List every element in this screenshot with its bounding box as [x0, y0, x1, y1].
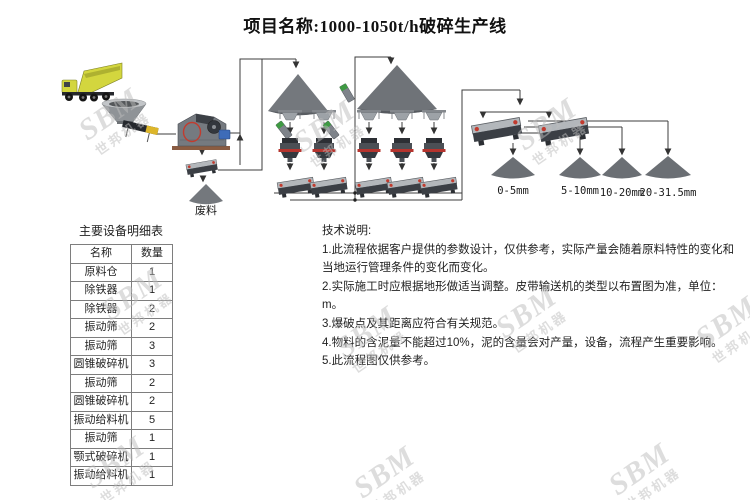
note-item: 4.物料的含泥量不能超过10%，泥的含量会对产量，设备，流程产生重要影响。	[322, 336, 723, 349]
equipment-qty: 3	[131, 355, 173, 375]
product-pile-10-20	[602, 157, 642, 179]
equipment-name: 振动筛	[70, 429, 132, 449]
vibrating-screen-icon	[185, 159, 219, 179]
vibrating-screen-icon	[386, 176, 426, 199]
inspection-circle-annotation	[182, 121, 202, 143]
vibrating-screen-icon	[309, 176, 349, 199]
equipment-qty: 3	[131, 336, 173, 356]
equipment-qty: 2	[131, 373, 173, 393]
equipment-qty: 5	[131, 410, 173, 430]
equipment-table-caption: 主要设备明细表	[78, 224, 163, 238]
feeder-icon	[421, 109, 447, 121]
feeder-icon	[311, 109, 337, 121]
cone-crusher-icon	[357, 138, 381, 162]
equipment-qty: 1	[131, 281, 173, 301]
page-title: 项目名称:1000-1050t/h破碎生产线	[243, 17, 507, 36]
product-label-0-5: 0-5mm	[497, 185, 529, 197]
equipment-name: 除铁器	[70, 281, 132, 301]
stockpile-2	[357, 65, 437, 114]
raw-material-hopper-icon	[101, 98, 147, 124]
product-label-5-10: 5-10mm	[561, 185, 599, 197]
product-pile-0-5	[491, 157, 535, 179]
cone-crusher-icon	[390, 138, 414, 162]
note-item: 5.此流程图仅供参考。	[322, 355, 436, 368]
note-item: 1.此流程依据客户提供的参数设计，仅供参考，实际产量会随着原料特性的变化和当地运…	[322, 243, 735, 275]
equipment-qty: 2	[131, 318, 173, 338]
equipment-name: 振动筛	[70, 373, 132, 393]
product-label-20-31: 20-31.5mm	[640, 187, 697, 199]
column-header-qty: 数量	[131, 244, 173, 264]
waste-label: 废料	[195, 203, 217, 217]
product-label-10-20: 10-20mm	[600, 187, 644, 199]
vibrating-screen-icon	[419, 176, 459, 199]
vibrating-screen-icon	[354, 176, 394, 199]
note-item: 2.实际施工时应根据地形做适当调整。皮带输送机的类型以布置图为准，单位：m。	[322, 280, 723, 312]
column-header-name: 名称	[70, 244, 132, 264]
product-pile-20-31	[645, 156, 691, 179]
jaw-crusher-icon	[172, 113, 231, 150]
vibrating-screen-icon	[470, 116, 524, 148]
equipment-qty: 1	[131, 447, 173, 467]
equipment-name: 原料仓	[70, 262, 132, 282]
note-item: 3.爆破点及其距离应符合有关规范。	[322, 317, 505, 330]
equipment-name: 振动给料机	[70, 466, 132, 486]
cone-crusher-icon	[312, 138, 336, 162]
equipment-name: 除铁器	[70, 299, 132, 319]
dump-truck-icon	[61, 62, 123, 102]
waste-pile	[189, 184, 223, 205]
equipment-name: 圆锥破碎机	[70, 392, 132, 412]
stockpile-1	[268, 74, 328, 116]
cone-crusher-icon	[278, 138, 302, 162]
feeder-icon	[389, 109, 415, 121]
equipment-name: 振动筛	[70, 318, 132, 338]
cone-crusher-icon	[422, 138, 446, 162]
equipment-qty: 2	[131, 392, 173, 412]
vibrating-screen-icon	[276, 176, 316, 199]
equipment-qty: 1	[131, 429, 173, 449]
vibrating-screen-icon	[537, 116, 591, 148]
equipment-name: 振动给料机	[70, 410, 132, 430]
magnetic-separator-icon	[338, 82, 356, 104]
product-pile-5-10	[559, 157, 601, 179]
vibrating-feeder-icon	[122, 120, 159, 143]
table-header-row: 名称 数量	[70, 244, 173, 264]
equipment-qty: 2	[131, 299, 173, 319]
equipment-qty: 1	[131, 262, 173, 282]
equipment-qty: 1	[131, 466, 173, 486]
technical-notes-section: 技术说明: 1.此流程依据客户提供的参数设计，仅供参考，实际产量会随着原料特性的…	[322, 222, 740, 371]
feeder-icon	[356, 109, 382, 121]
notes-heading: 技术说明:	[322, 225, 372, 237]
equipment-name: 振动筛	[70, 336, 132, 356]
equipment-name: 圆锥破碎机	[70, 355, 132, 375]
magnetic-separator-icon	[322, 120, 340, 140]
equipment-name: 颚式破碎机	[70, 447, 132, 467]
